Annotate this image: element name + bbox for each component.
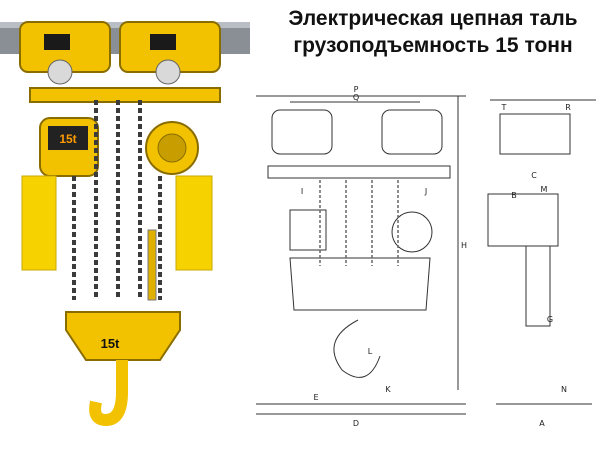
title-line-1: Электрическая цепная таль [288,7,578,30]
bottom-block: 15t [65,311,181,361]
side-dim-label-b: B [511,191,517,200]
pendant-control [147,229,157,301]
motor-label: 15t [59,132,76,146]
side-dim-label-c: C [531,171,537,180]
hoist-photo: 15t 15t [0,21,250,427]
side-dim-label-g: G [547,315,553,324]
front-view [256,95,466,415]
block-label: 15t [101,336,120,351]
trolley-left [19,21,111,85]
front-dim-label-j: J [424,187,427,196]
side-dim-label-t: T [501,103,507,112]
front-view-labels: PQ I J H L K E D [301,85,467,428]
hook [89,360,128,427]
front-dim-label-q: Q [353,93,359,102]
front-dim-label-h: H [461,241,467,250]
frame-bar [29,87,221,103]
front-dim-label-k: K [385,385,391,394]
technical-drawings: PQ I J H L K E D T R CM B G N A [256,85,596,428]
front-dim-label-e: E [313,393,318,402]
front-dim-label-d: D [353,419,359,428]
side-dim-label-r: R [565,103,571,112]
gearbox [145,121,199,175]
side-dim-label-a: A [539,419,545,428]
front-view-chains [319,180,399,266]
front-dim-label-l: L [368,347,373,356]
load-chains [72,100,162,300]
side-view-labels: T R CM B G N A [501,103,572,428]
motor: 15t [39,117,99,177]
title-line-2: грузоподъемность 15 тонн [293,34,573,57]
front-dim-label-i: I [301,187,303,196]
side-dim-label-m: M [541,185,548,194]
side-view [487,99,596,405]
trolley-right [119,21,221,85]
side-dim-label-n: N [561,385,567,394]
side-plate-right [175,175,213,271]
front-dim-label-p: P [354,85,359,94]
side-plate-left [21,175,57,271]
